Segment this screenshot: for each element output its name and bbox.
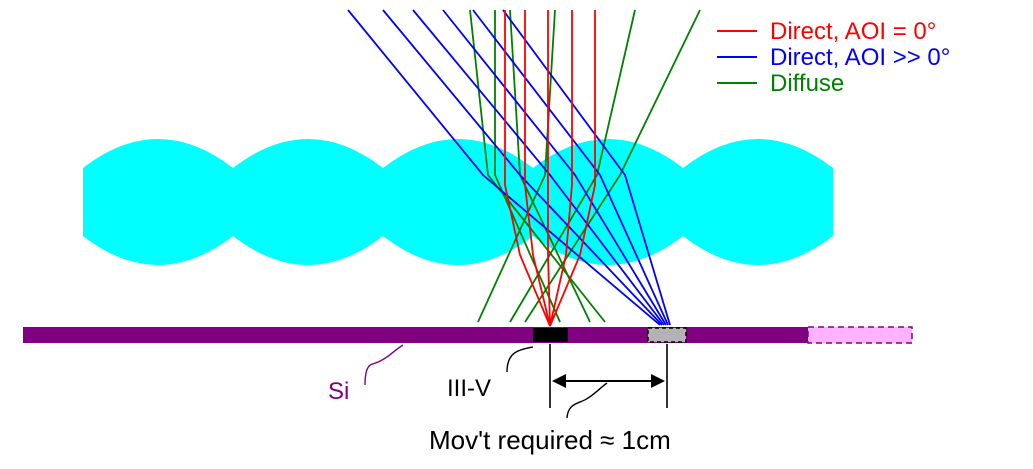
normal-ray <box>524 10 551 327</box>
normal-ray <box>549 10 596 327</box>
oblique-ray <box>347 9 661 326</box>
normal-ray <box>547 10 551 327</box>
oblique-ray <box>382 9 663 326</box>
moved-cell <box>647 327 687 343</box>
oblique-ray <box>502 9 671 326</box>
substrate-extension <box>807 326 913 344</box>
diffuse-ray <box>469 9 606 323</box>
si-substrate <box>23 327 808 343</box>
iiiv-cell <box>533 328 568 342</box>
normal-ray <box>549 10 573 327</box>
legend-label-direct-oblique: Direct, AOI >> 0° <box>770 44 950 71</box>
oblique-ray <box>442 9 667 326</box>
iiiv-leader <box>506 346 534 373</box>
diffuse-ray <box>494 10 561 323</box>
dimension-arrow-left <box>552 374 566 388</box>
iiiv-label: III-V <box>447 375 491 402</box>
direct-oblique-rays <box>347 9 671 326</box>
si-leader <box>364 344 404 386</box>
movement-label: Mov't required ≈ 1cm <box>429 425 671 455</box>
legend-label-direct-normal: Direct, AOI = 0° <box>770 18 936 45</box>
diffuse-ray <box>477 9 556 323</box>
oblique-ray <box>472 9 669 326</box>
diffuse-ray <box>524 9 701 323</box>
legend-label-diffuse: Diffuse <box>770 70 844 97</box>
oblique-ray <box>412 9 665 326</box>
movement-leader <box>566 382 608 419</box>
diffuse-rays <box>469 9 701 323</box>
dimension-arrow-right <box>651 374 665 388</box>
legend: Direct, AOI = 0° Direct, AOI >> 0° Diffu… <box>717 18 950 97</box>
normal-ray <box>504 10 551 327</box>
lens-array <box>83 139 833 265</box>
direct-normal-rays <box>504 10 596 327</box>
si-label: Si <box>328 378 349 405</box>
